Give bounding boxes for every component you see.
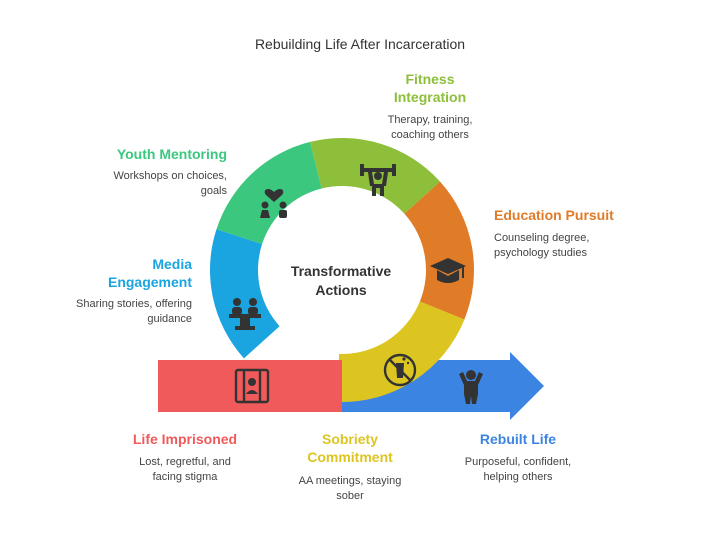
education-pursuit-segment [404,181,474,320]
no-alcohol-icon [383,353,417,387]
diagram-title: Rebuilding Life After Incarceration [254,36,466,52]
jail-icon [234,368,270,404]
center-line-1: Transformative [290,263,392,279]
podium-icon [229,298,261,330]
sobriety-commitment-title: Sobriety Commitment [307,431,393,465]
youth-mentoring-title: Youth Mentoring [116,146,227,162]
youth-mentoring-desc: Workshops on choices, goals [113,170,227,197]
education-pursuit-title: Education Pursuit [494,207,614,223]
media-engagement-desc: Sharing stories, offering guidance [76,298,192,325]
life-imprisoned-title: Life Imprisoned [132,431,238,447]
weightlifting-icon [360,164,396,196]
rebuilt-life-title: Rebuilt Life [479,431,557,447]
sobriety-commitment-desc: AA meetings, staying sober [298,475,402,502]
graduation-cap-icon [430,258,466,283]
mentoring-icon [260,188,287,218]
life-imprisoned-desc: Lost, regretful, and facing stigma [139,456,231,483]
center-label: Transformative Actions [266,262,416,300]
education-pursuit-desc: Counseling degree, psychology studies [494,232,590,259]
media-engagement-segment [210,229,280,359]
rebuilt-life-desc: Purposeful, confident, helping others [464,456,572,483]
center-line-2: Actions [315,282,367,298]
person-cheering-icon [459,370,483,404]
media-engagement-title: Media Engagement [107,256,192,290]
life-imprisoned-bar [158,360,342,412]
fitness-integration-desc: Therapy, training, coaching others [387,114,473,141]
sobriety-commitment-overlap [342,301,465,402]
fitness-integration-title: Fitness Integration [393,71,467,105]
